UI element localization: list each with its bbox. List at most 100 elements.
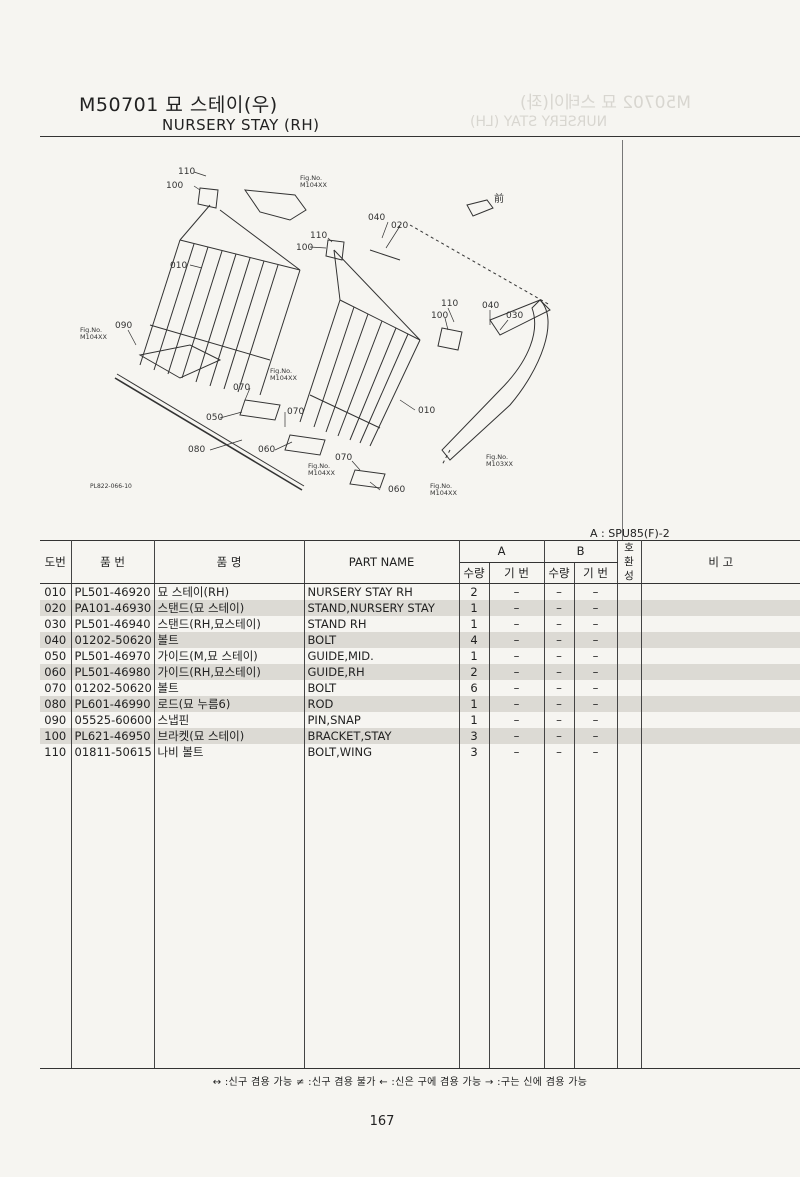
table-row: 060 PL501-46980 가이드(RH,묘스테이) GUIDE,RH 2 … [40,664,800,680]
model-a-cell: – [488,664,545,680]
header-remarks: 비 고 [640,540,800,584]
bleed-through-title: M50702 묘 스테이(좌) [520,93,692,113]
parts-table: 도번 품 번 품 명 PART NAME A B 호환성 비 고 수량 기 번 … [40,540,800,1069]
name-en-cell: GUIDE,RH [303,664,460,680]
header-part-name-en: PART NAME [303,540,460,584]
callout-020: 020 [391,221,408,231]
table-empty-space [40,760,800,1069]
callout-110-b: 110 [310,231,327,241]
model-b-cell: – [573,680,618,696]
header-part-name-kr: 품 명 [153,540,305,584]
callout-040-b: 040 [482,301,499,311]
ref-cell: 040 [40,632,72,648]
remarks-cell [640,632,800,648]
fig-ref-label: Fig.No. [300,174,322,182]
ref-cell: 100 [40,728,72,744]
qty-a-cell: 2 [458,664,490,680]
qty-a-cell: 1 [458,600,490,616]
callout-030: 030 [506,311,523,321]
name-en-cell: STAND RH [303,616,460,632]
part-no-cell: PL501-46970 [70,648,155,664]
table-row: 110 01811-50615 나비 볼트 BOLT,WING 3 – – – [40,744,800,760]
qty-a-cell: 3 [458,728,490,744]
name-kr-cell: 로드(묘 누름6) [153,696,305,712]
table-row: 030 PL501-46940 스탠드(RH,묘스테이) STAND RH 1 … [40,616,800,632]
remarks-cell [640,680,800,696]
model-b-cell: – [573,600,618,616]
qty-b-cell: – [543,712,575,728]
exploded-parts-diagram: 110 100 010 090 070 050 080 060 070 060 … [80,167,551,497]
remarks-cell [640,744,800,760]
model-a-cell: – [488,696,545,712]
remarks-cell [640,616,800,632]
compat-cell [616,648,642,664]
model-a-cell: – [488,680,545,696]
header-ref-no: 도번 [40,540,72,584]
ref-cell: 050 [40,648,72,664]
name-kr-cell: 가이드(M,묘 스테이) [153,648,305,664]
table-row: 050 PL501-46970 가이드(M,묘 스테이) GUIDE,MID. … [40,648,800,664]
header-model-a: 기 번 [488,561,545,584]
ref-cell: 110 [40,744,72,760]
table-row: 090 05525-60600 스냅핀 PIN,SNAP 1 – – – [40,712,800,728]
fig-ref-label: Fig.No. [308,462,330,470]
qty-a-cell: 6 [458,680,490,696]
qty-a-cell: 1 [458,648,490,664]
header-qty-a: 수량 [458,561,490,584]
table-row: 010 PL501-46920 묘 스테이(RH) NURSERY STAY R… [40,583,800,600]
name-en-cell: BOLT [303,632,460,648]
model-a-cell: – [488,583,545,600]
model-a-cell: – [488,712,545,728]
header-model-b: 기 번 [573,561,618,584]
model-a-cell: – [488,648,545,664]
compat-cell [616,744,642,760]
model-b-cell: – [573,648,618,664]
remarks-cell [640,696,800,712]
qty-b-cell: – [543,728,575,744]
part-no-cell: PL501-46920 [70,583,155,600]
compat-cell [616,712,642,728]
model-a-cell: – [488,600,545,616]
callout-070-a: 070 [233,383,250,393]
header-rule [40,136,800,137]
ref-cell: 030 [40,616,72,632]
part-no-cell: 05525-60600 [70,712,155,728]
fig-ref-code: M103XX [486,460,513,468]
qty-b-cell: – [543,744,575,760]
ref-cell: 020 [40,600,72,616]
compat-cell [616,616,642,632]
model-b-cell: – [573,664,618,680]
center-fold-line [622,140,623,540]
name-en-cell: PIN,SNAP [303,712,460,728]
part-no-cell: PA101-46930 [70,600,155,616]
qty-a-cell: 4 [458,632,490,648]
table-row: 080 PL601-46990 로드(묘 누름6) ROD 1 – – – [40,696,800,712]
callout-010-a: 010 [170,261,187,271]
name-en-cell: GUIDE,MID. [303,648,460,664]
name-kr-cell: 스탠드(RH,묘스테이) [153,616,305,632]
name-en-cell: ROD [303,696,460,712]
remarks-cell [640,664,800,680]
remarks-cell [640,600,800,616]
remarks-cell [640,583,800,600]
qty-a-cell: 3 [458,744,490,760]
model-b-cell: – [573,728,618,744]
remarks-cell [640,712,800,728]
callout-100-b: 100 [296,243,313,253]
compat-cell [616,728,642,744]
ref-cell: 010 [40,583,72,600]
part-no-cell: PL501-46940 [70,616,155,632]
compatibility-legend: ↔ :신구 겸용 가능 ≠ :신구 겸용 불가 ← :신은 구에 겸용 가능 →… [212,1077,588,1088]
name-en-cell: STAND,NURSERY STAY [303,600,460,616]
name-kr-cell: 스탠드(묘 스테이) [153,600,305,616]
name-kr-cell: 스냅핀 [153,712,305,728]
part-no-cell: PL501-46980 [70,664,155,680]
part-no-cell: 01811-50615 [70,744,155,760]
table-row: 070 01202-50620 볼트 BOLT 6 – – – [40,680,800,696]
name-en-cell: BRACKET,STAY [303,728,460,744]
right-stay-frame [299,249,421,447]
callout-090: 090 [115,321,132,331]
fig-ref-code: M104XX [270,374,297,382]
model-a-cell: – [488,744,545,760]
ref-cell: 070 [40,680,72,696]
